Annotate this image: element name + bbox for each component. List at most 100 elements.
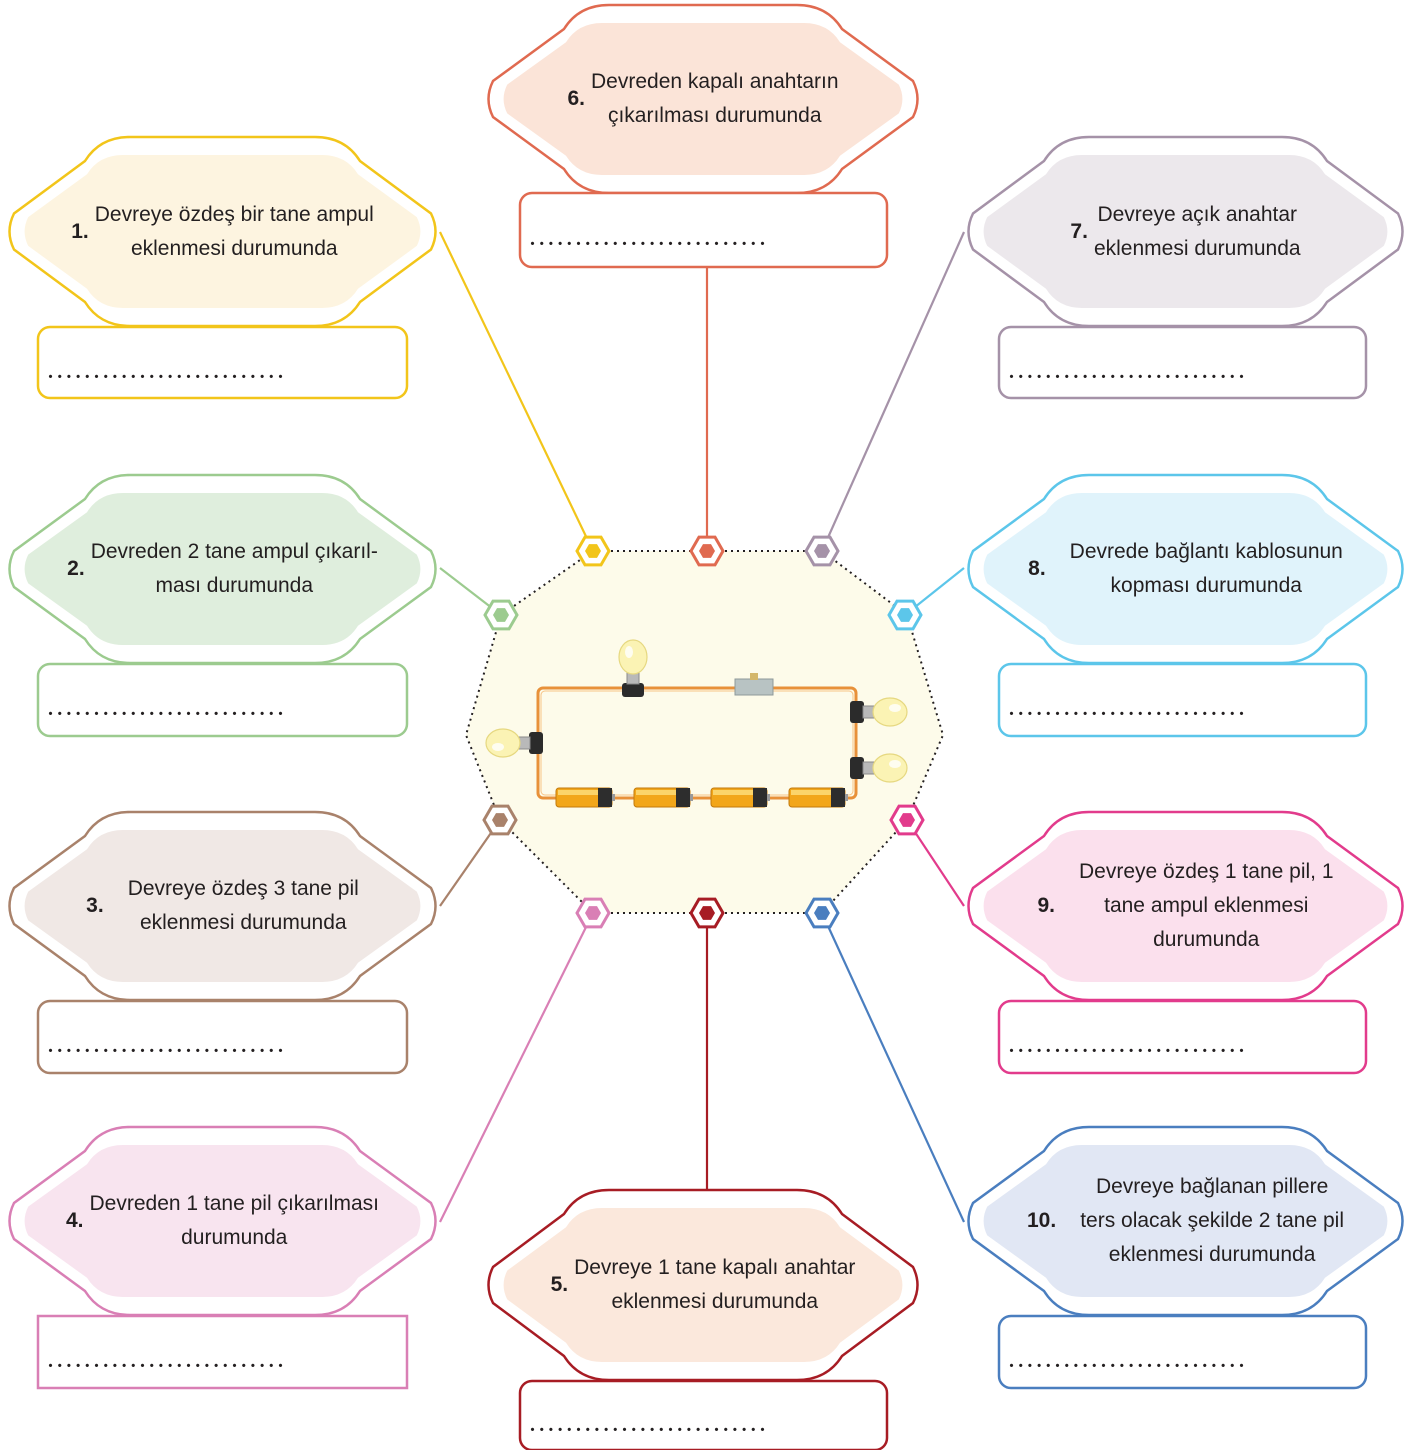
bulb-top [618,639,648,697]
answer-box[interactable] [36,662,409,738]
battery-icon [555,787,615,808]
connector-line [821,912,965,1223]
light-bulb-icon [872,753,908,783]
callout-fill [24,830,421,982]
item-text: Devreden kapalı anahtarın çıkarılması du… [591,70,839,127]
light-bulb-icon [485,728,521,758]
bulb-base [862,761,875,775]
callout-fill [503,23,903,175]
battery-cap [753,788,767,807]
connector-line [439,819,501,907]
battery-icon [633,787,693,808]
battery-terminal [767,794,770,801]
callout-fill [24,1145,421,1297]
node-marker-core [699,906,715,920]
bulb-right-2 [850,753,908,783]
battery-cap [676,788,690,807]
item-text: Devreye bağlanan pillere ters olacak şek… [1080,1175,1344,1266]
node-marker-core [899,813,915,827]
battery-icon [710,787,770,808]
answer-box[interactable] [518,191,889,269]
connector-line [439,912,594,1223]
item-number: 3. [86,894,104,917]
answer-blank[interactable]: .......................... [48,1035,288,1057]
callout-label-10: 10.Devreye bağlanan pillere ters olacak … [1004,1147,1367,1295]
answer-blank[interactable]: .......................... [530,228,770,250]
callout-label-5: 5.Devreye 1 tane kapalı anahtar eklenmes… [524,1210,882,1360]
answer-blank[interactable]: .......................... [1009,1035,1249,1057]
bulb-base [862,705,875,719]
bulb-base [626,672,640,685]
battery-shine [558,790,598,795]
node-marker-core [492,813,508,827]
item-number: 4. [66,1209,84,1232]
item-number: 8. [1028,557,1046,580]
answer-box[interactable] [997,662,1368,738]
battery-icon [788,787,848,808]
callout-fill [24,493,421,645]
answer-blank[interactable]: .......................... [1009,1350,1249,1372]
callout-label-2: 2.Devreden 2 tane ampul çıkarıl- ması du… [45,495,400,643]
callout-fill [503,1208,903,1362]
answer-blank[interactable]: .......................... [530,1413,770,1436]
bulb-socket [622,683,644,697]
node-marker-core [814,544,830,558]
bulb-left [485,728,543,758]
answer-box[interactable] [36,999,409,1075]
callout-label-4: 4.Devreden 1 tane pil çıkarılması durumu… [45,1147,400,1295]
answer-blank[interactable]: .......................... [1009,360,1249,383]
callout-fill [983,493,1388,645]
connector-line [906,819,965,907]
battery-shine [791,790,831,795]
battery-shine [713,790,753,795]
item-text: Devreye 1 tane kapalı anahtar eklenmesi … [574,1256,856,1313]
item-text: Devreye özdeş 3 tane pil eklenmesi durum… [127,877,359,934]
node-marker-core [814,906,830,920]
bulb-glint [492,743,504,751]
battery-terminal [612,794,615,801]
answer-box[interactable] [997,1314,1368,1390]
connector-line [820,231,966,552]
light-bulb-icon [618,639,648,675]
answer-box[interactable] [997,325,1368,400]
bulb-base [518,736,531,750]
bulb-socket [850,701,864,723]
callout-fill [983,155,1388,308]
bulb-socket [850,757,864,779]
answer-blank[interactable]: .......................... [48,1350,288,1372]
light-bulb-icon [872,697,908,727]
battery-terminal [690,794,693,801]
item-number: 7. [1070,219,1088,243]
item-number: 1. [71,219,89,243]
item-number: 6. [567,87,585,110]
callout-fill [983,1145,1388,1297]
bulb-glint [625,646,633,658]
answer-blank[interactable]: .......................... [1009,698,1249,720]
callout-label-8: 8.Devrede bağlantı kablosunun kopması du… [1004,495,1367,643]
callout-fill [983,830,1388,982]
answer-box[interactable] [997,999,1368,1075]
item-number: 5. [550,1273,569,1296]
answer-blank[interactable]: .......................... [48,360,288,383]
callout-label-6: 6. Devreden kapalı anahtarın çıkarılması … [524,25,882,173]
node-marker-core [699,544,715,558]
answer-blank[interactable]: .......................... [48,698,288,720]
switch-base [734,678,774,696]
switch-knob [750,673,758,680]
circuit-area [464,550,945,914]
switch-icon [734,673,774,696]
item-text: Devreye özdeş bir tane ampul eklenmesi d… [94,202,374,260]
connector-line [439,231,594,552]
battery-cap [598,788,612,807]
bulb-glint [889,704,901,712]
answer-box[interactable] [36,325,409,400]
callout-label-3: 3. Devreye özdeş 3 tane pil eklenmesi dur… [45,832,400,980]
node-markers [482,535,925,929]
item-text: Devreye açık anahtar eklenmesi durumunda [1093,202,1301,260]
item-number: 2. [67,557,85,580]
answer-box[interactable] [36,1314,409,1390]
node-marker-core [897,608,913,622]
battery-terminal [845,794,848,801]
answer-box[interactable] [518,1379,889,1450]
